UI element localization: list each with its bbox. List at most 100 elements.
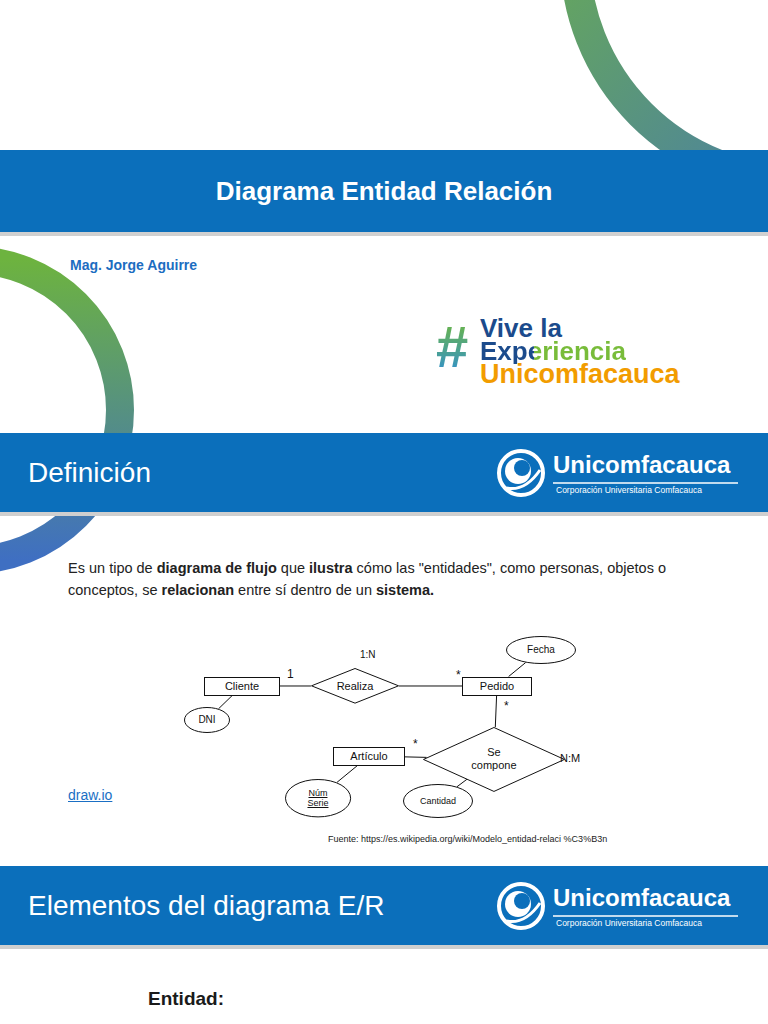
text-run: cómo: [357, 560, 392, 576]
text-run: personas,: [539, 560, 603, 576]
header-band: [0, 433, 768, 512]
text-run: sistema.: [376, 582, 434, 598]
band-shadow: [0, 945, 768, 949]
text-run: diagrama: [157, 560, 221, 576]
ellipse-shape: [285, 779, 350, 816]
logo-subtitle: Corporación Universitaria Comfacauca: [556, 486, 702, 495]
connector-line: [495, 696, 496, 728]
logo-wordmark: Unicomfacauca: [553, 885, 730, 911]
hashtag-mark: #: [436, 318, 468, 376]
text-run: de: [137, 560, 153, 576]
text-run: entre: [238, 582, 271, 598]
text-run: tipo: [109, 560, 132, 576]
text-run: de: [336, 582, 352, 598]
band-shadow: [0, 232, 768, 236]
node-label: Se compone: [464, 746, 523, 771]
connector-line: [457, 779, 467, 787]
cardinality-mark: 1: [286, 668, 295, 680]
node-text-group: Núm Serie: [299, 788, 337, 809]
text-run: las: [396, 560, 415, 576]
cardinality-label: 1:N: [360, 649, 376, 661]
node-label: Artículo: [350, 750, 387, 763]
section-term: Entidad:: [148, 988, 224, 1011]
band-heading: Diagrama Entidad Relación: [216, 176, 553, 207]
node-text-group: DNI: [198, 714, 215, 726]
node-text-group: Cantidad: [420, 796, 456, 806]
relation-diamond: Se compone: [423, 727, 565, 792]
entity-box: Artículo: [333, 747, 405, 766]
source-note: Fuente: https://es.wikipedia.org/wiki/Mo…: [328, 834, 628, 845]
diamond-shape: [311, 669, 398, 704]
definition-text: Es un tipo de diagrama de flujo que ilus…: [68, 558, 688, 602]
band-shadow: [0, 512, 768, 516]
node-label: Núm Serie: [299, 788, 337, 809]
text-run: un: [356, 582, 372, 598]
connector-line: [337, 766, 357, 783]
text-run: relacionan: [162, 582, 235, 598]
node-label: Cantidad: [420, 796, 456, 806]
er-connector: [509, 663, 526, 677]
connector-line: [280, 685, 311, 686]
node-label: Fecha: [527, 644, 555, 656]
key-attribute-ellipse: Núm Serie: [285, 779, 351, 817]
logo-icon: [499, 884, 738, 928]
node-text-group: Realiza: [337, 680, 374, 693]
attribute-ellipse: Fecha: [506, 636, 576, 664]
node-text-group: Se compone: [464, 746, 523, 771]
text-run: dentro: [291, 582, 332, 598]
slogan-brand: Unicomfacauca: [480, 361, 680, 388]
node-text-group: Cliente: [225, 680, 259, 693]
text-run: flujo: [246, 560, 277, 576]
relation-diamond: Realiza: [311, 668, 399, 704]
link-text: draw.io: [68, 787, 112, 804]
er-connector: [219, 696, 233, 709]
ellipse-shape: [404, 785, 473, 818]
entity-box: Cliente: [204, 677, 280, 696]
text-run: sí: [275, 582, 286, 598]
er-connector: [337, 766, 357, 783]
logo-icon: [499, 451, 738, 495]
author-name: Mag. Jorge Aguirre: [70, 257, 197, 274]
ellipse-shape: [185, 708, 230, 733]
er-connector: [457, 779, 467, 787]
er-connector: [399, 685, 462, 686]
title-band: [0, 150, 768, 232]
text-run: se: [142, 582, 157, 598]
cardinality-mark: *: [503, 700, 510, 712]
node-text-group: Fecha: [527, 644, 555, 656]
er-connector: [495, 696, 496, 728]
node-text-group: Artículo: [350, 750, 387, 763]
connector-line: [509, 663, 526, 677]
node-label: Realiza: [337, 680, 374, 693]
text-run: objetos: [607, 560, 654, 576]
logo-subtitle: Corporación Universitaria Comfacauca: [556, 919, 702, 928]
logo-wordmark: Unicomfacauca: [553, 452, 730, 478]
node-text-group: Pedido: [480, 680, 514, 693]
text-run: "entidades",: [419, 560, 496, 576]
cardinality-mark: *: [412, 738, 419, 750]
connector-line: [399, 685, 462, 686]
text-run: ilustra: [309, 560, 353, 576]
text-run: Es: [68, 560, 85, 576]
text-run: un: [89, 560, 105, 576]
connector-line: [405, 756, 427, 758]
node-label: DNI: [198, 714, 215, 726]
band-heading: Elementos del diagrama E/R: [28, 890, 384, 922]
attribute-ellipse: DNI: [184, 707, 230, 733]
band-heading: Definición: [28, 457, 151, 489]
text-run: que: [281, 560, 305, 576]
text-run: o: [658, 560, 666, 576]
node-label: Pedido: [480, 680, 514, 693]
title-band: Diagrama Entidad Relación: [0, 150, 768, 232]
attribute-ellipse: Cantidad: [403, 784, 473, 818]
header-band: [0, 866, 768, 945]
node-label: Cliente: [225, 680, 259, 693]
cardinality-label: N:M: [560, 752, 580, 765]
text-run: conceptos,: [68, 582, 138, 598]
er-connector: [405, 756, 427, 758]
er-connector: [280, 685, 311, 686]
ellipse-shape: [507, 637, 576, 664]
